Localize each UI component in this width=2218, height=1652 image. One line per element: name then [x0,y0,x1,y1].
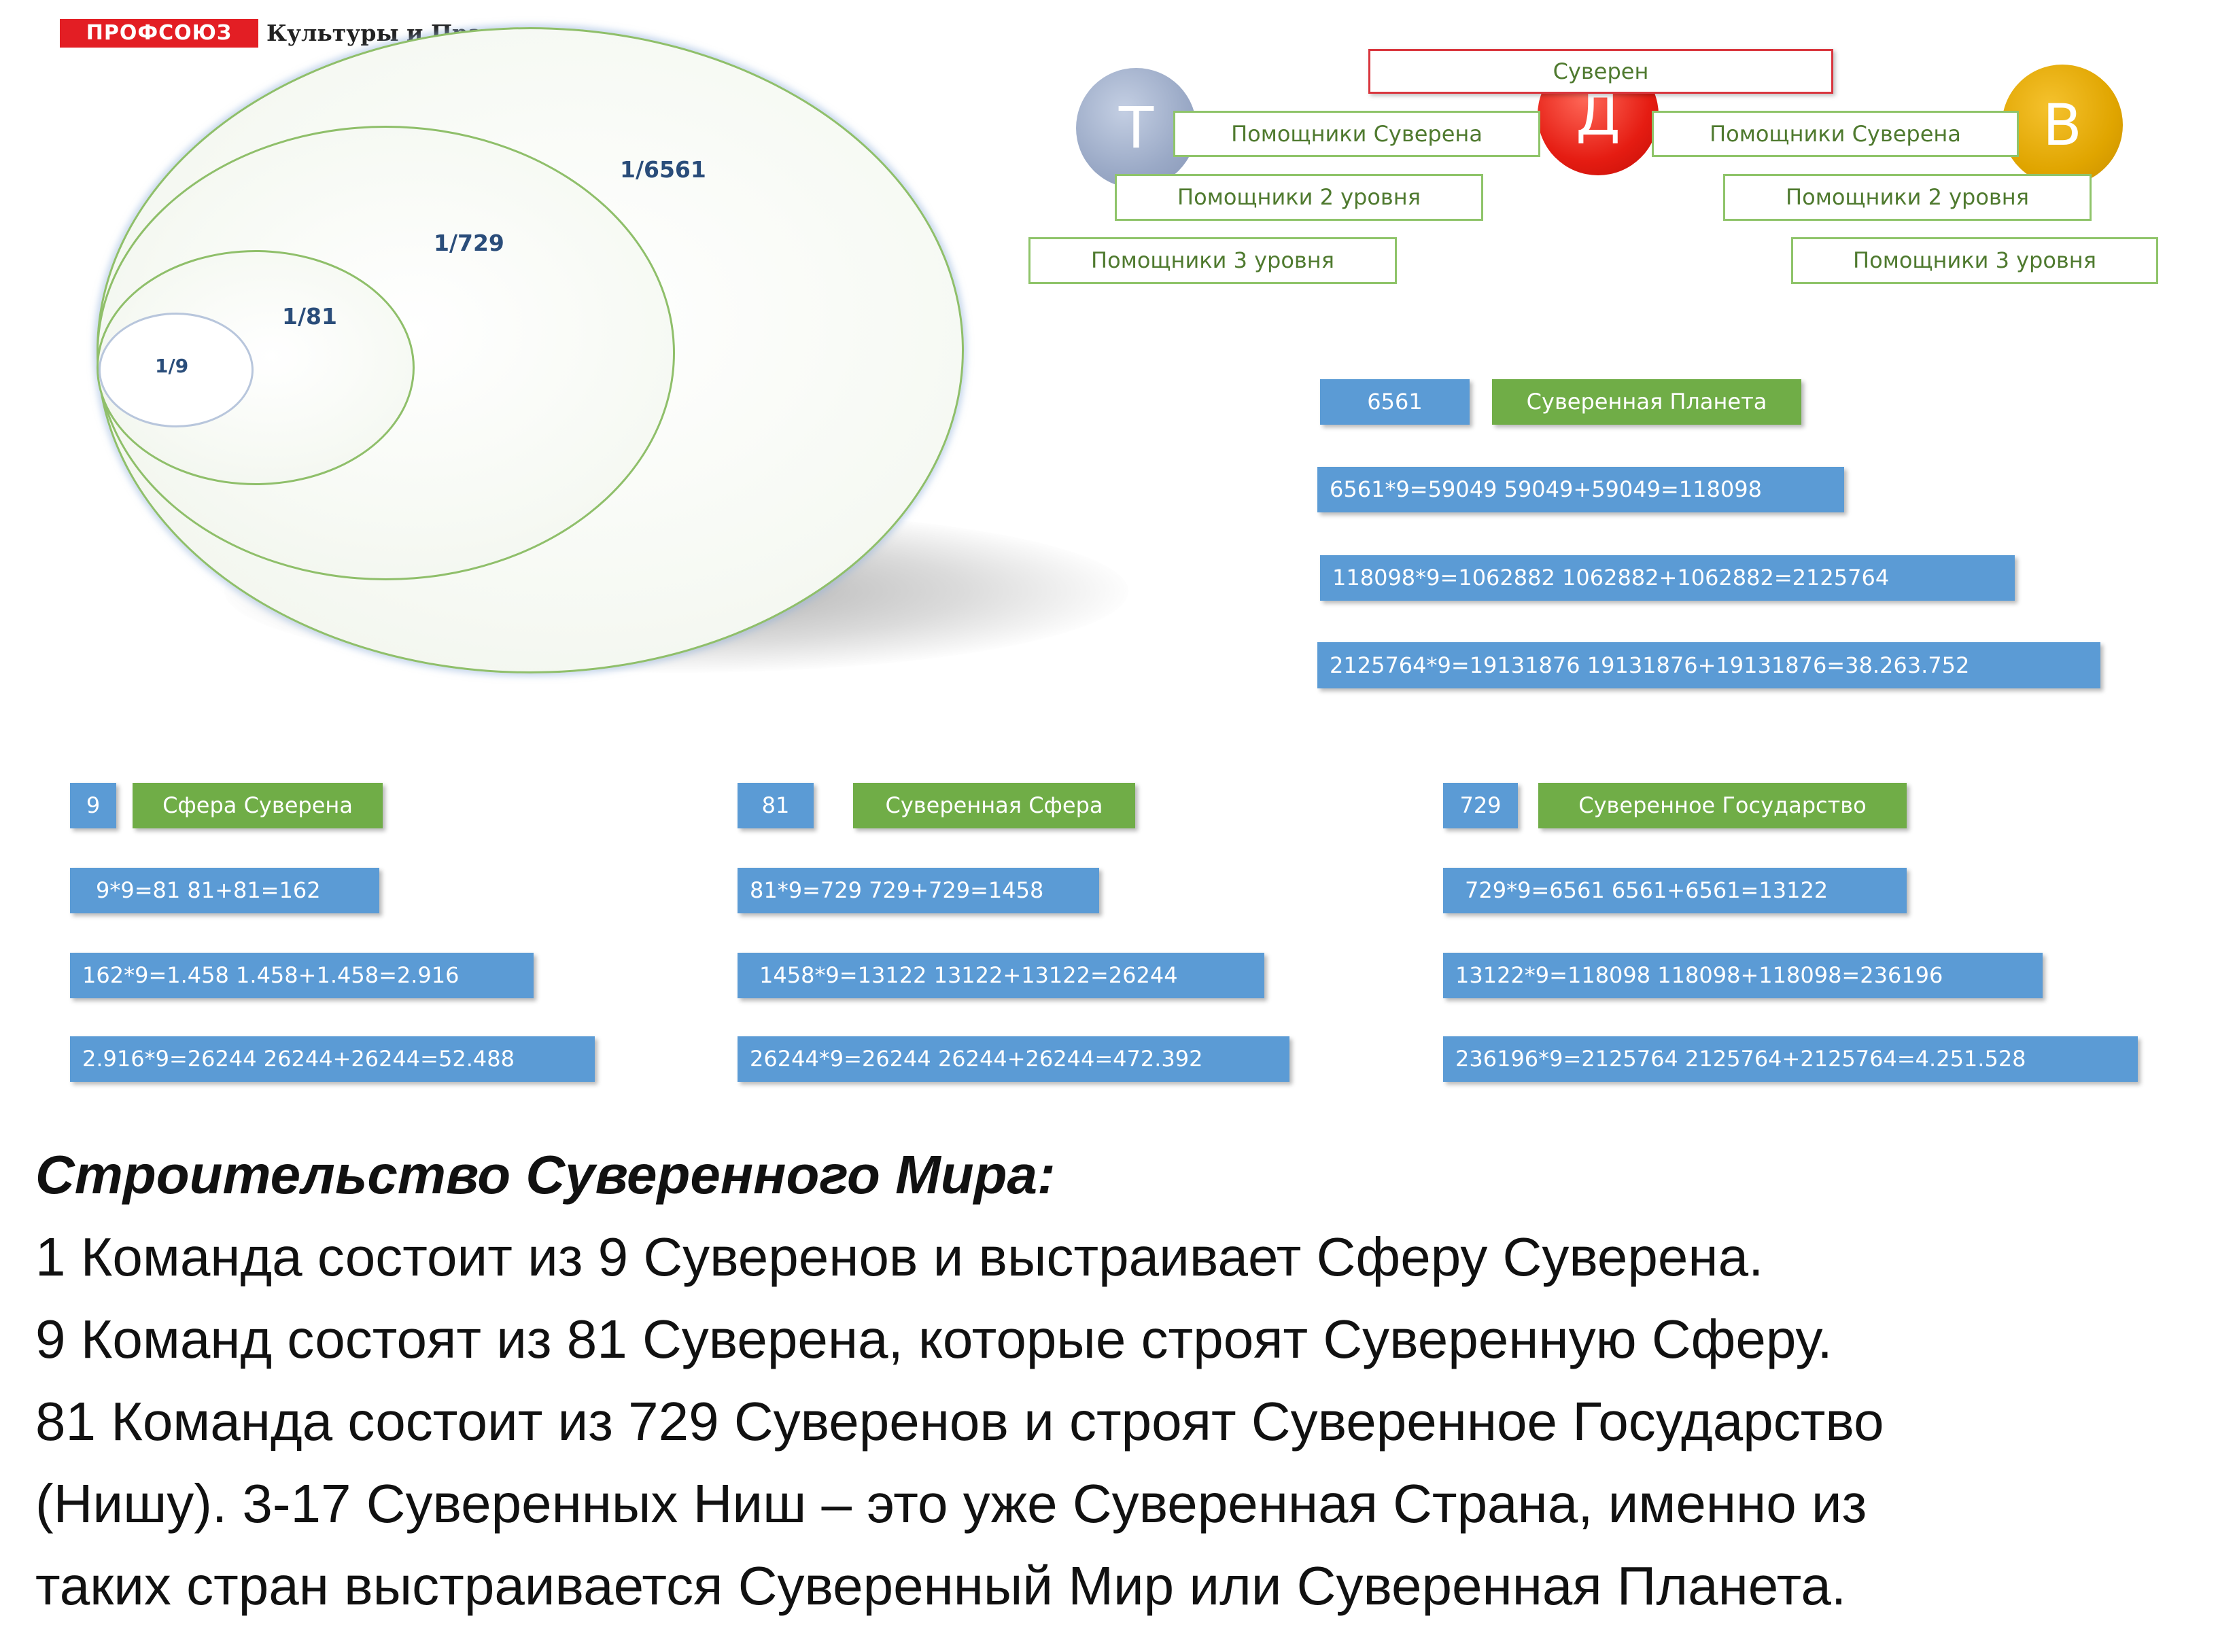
sphere-inner [99,313,254,427]
planet-calc-3: 2125764*9=19131876 19131876+19131876=38.… [1317,642,2100,688]
level3-left-box: Помощники 3 уровня [1028,237,1397,284]
level2-right-box: Помощники 2 уровня [1723,174,2092,221]
team-circle-v: В [2002,65,2123,186]
explanation-line: таких стран выстраивается Суверенный Мир… [35,1556,1847,1616]
group-calc-2: 1458*9=13122 13122+13122=26244 [738,953,1264,998]
group-number-box: 9 [70,783,116,828]
group-calc-3: 26244*9=26244 26244+26244=472.392 [738,1036,1289,1082]
level3-right-box: Помощники 3 уровня [1791,237,2158,284]
group-calc-1: 81*9=729 729+729=1458 [738,868,1099,913]
sovereign-box: Суверен [1368,49,1833,94]
explanation-line: 9 Команд состоят из 81 Суверена, которые… [35,1309,1833,1369]
group-number-box: 81 [738,783,814,828]
group-calc-3: 236196*9=2125764 2125764+2125764=4.251.5… [1443,1036,2138,1082]
group-label-box: Сфера Суверена [133,783,383,828]
planet-label-box: Суверенная Планета [1492,379,1801,425]
group-calc-1: 9*9=81 81+81=162 [70,868,379,913]
assistants-right-box: Помощники Суверена [1652,111,2019,157]
group-label-box: Суверенное Государство [1538,783,1907,828]
ring-label-9: 1/9 [155,355,189,377]
union-logo-badge: ПРОФСОЮЗ [60,19,258,48]
explanation-line: 1 Команда состоит из 9 Суверенов и выстр… [35,1227,1764,1287]
assistants-left-box: Помощники Суверена [1173,111,1540,157]
ring-label-81: 1/81 [282,303,337,330]
group-calc-3: 2.916*9=26244 26244+26244=52.488 [70,1036,595,1082]
group-calc-2: 13122*9=118098 118098+118098=236196 [1443,953,2043,998]
group-label-box: Суверенная Сфера [853,783,1135,828]
group-number-box: 729 [1443,783,1518,828]
planet-number-box: 6561 [1320,379,1470,425]
explanation-line: (Нишу). 3-17 Суверенных Ниш – это уже Су… [35,1473,1867,1534]
explanation-line: 81 Команда состоит из 729 Суверенов и ст… [35,1391,1884,1452]
group-calc-2: 162*9=1.458 1.458+1.458=2.916 [70,953,534,998]
level2-left-box: Помощники 2 уровня [1115,174,1483,221]
ring-label-6561: 1/6561 [620,156,706,183]
planet-calc-1: 6561*9=59049 59049+59049=118098 [1317,467,1844,512]
explanation-text: Строительство Суверенного Мира: 1 Команд… [35,1133,2197,1627]
ring-label-729: 1/729 [434,230,504,256]
group-calc-1: 729*9=6561 6561+6561=13122 [1443,868,1907,913]
explanation-heading: Строительство Суверенного Мира: [35,1144,1056,1205]
planet-calc-2: 118098*9=1062882 1062882+1062882=2125764 [1320,555,2015,601]
